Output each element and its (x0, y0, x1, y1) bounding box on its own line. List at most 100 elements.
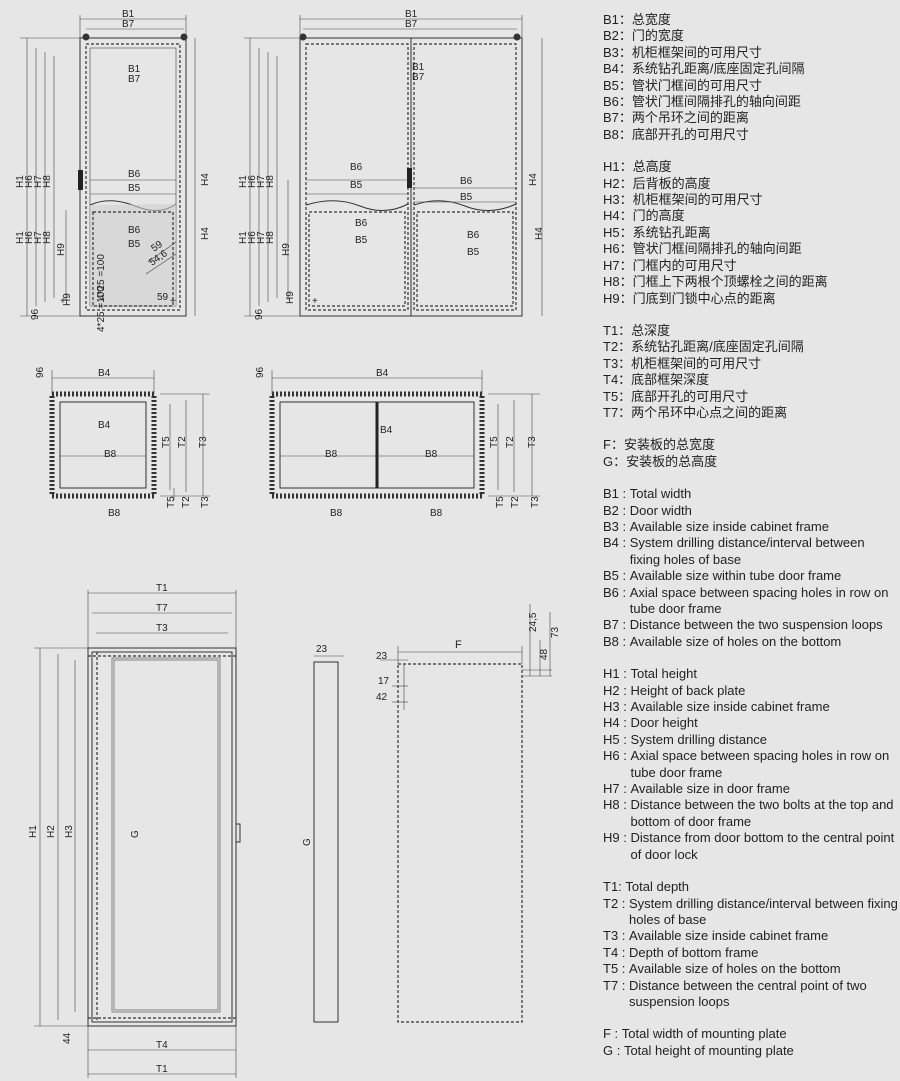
label-h7-dd-b: H7 (256, 231, 267, 244)
label-b4-in-s: B4 (98, 420, 111, 431)
front-view-double-door: + B1 B7 B1 B7 B6 B5 B6 B5 B6 B5 B6 B5 H1… (238, 9, 545, 320)
legend-text: 总宽度 (631, 12, 671, 27)
legend-item: B1：总宽度 (603, 12, 898, 28)
legend-text: Axial space between spacing holes in row… (630, 748, 890, 780)
label-b8-bot-d-l: B8 (330, 508, 343, 519)
legend-item: B6 : Axial space between spacing holes i… (603, 585, 898, 618)
legend-key: T3 : (603, 928, 630, 944)
legend-text: 系统钻孔距离 (632, 224, 711, 240)
legend-text: System drilling distance/interval betwee… (629, 895, 898, 927)
legend-key: H1 : (603, 666, 631, 682)
plus-mark-left: + (60, 296, 66, 307)
label-h8-dd-b: H8 (265, 231, 276, 244)
label-b6-dd-r2: B6 (467, 230, 480, 241)
plus-mark: + (170, 296, 176, 307)
legend-text: Depth of bottom frame (629, 944, 759, 960)
label-b6: B6 (128, 169, 141, 180)
legend-item: B2 : Door width (603, 503, 898, 519)
label-b1-dd: B1 (405, 9, 418, 20)
label-t2-s: T2 (177, 436, 188, 448)
label-b5-dd-l: B5 (350, 180, 363, 191)
legend-key: B6 : (603, 584, 630, 600)
label-42: 42 (376, 692, 388, 703)
legend-text: 机柜框架间的可用尺寸 (632, 192, 763, 208)
legend-key: H5： (603, 224, 633, 240)
legend-key: H4： (603, 208, 633, 224)
legend-text: 管状门框间的可用尺寸 (631, 77, 762, 93)
label-h7: H7 (33, 175, 44, 188)
label-b5-lower: B5 (128, 239, 141, 250)
legend-text: 两个吊环之间的距离 (631, 110, 749, 126)
legend-key: B4： (603, 61, 632, 77)
legend-key: T3： (603, 355, 632, 371)
legend-item: T1：总深度 (603, 323, 898, 339)
label-t5-s: T5 (161, 436, 172, 448)
label-t3-side: T3 (156, 623, 168, 634)
legend-key: H6 : (603, 748, 631, 764)
legend-item: B7：两个吊环之间的距离 (603, 110, 898, 126)
legend-item: T1: Total depth (603, 879, 898, 895)
label-b7-inner: B7 (128, 74, 141, 85)
label-h4-dd: H4 (528, 173, 539, 186)
legend-text: 底部开孔的可用尺寸 (631, 388, 749, 404)
label-b4-top-s: B4 (98, 368, 111, 379)
legend-key: H5 : (603, 731, 631, 747)
legend-key: B1 : (603, 486, 630, 502)
legend-item: T2：系统钻孔距离/底座固定孔间隔 (603, 339, 898, 355)
legend-key: T4 : (603, 944, 630, 960)
legend-item: H8：门框上下两根个顶螺栓之间的距离 (603, 274, 898, 290)
label-h1-dd-b: H1 (238, 231, 249, 244)
label-h6-dd: H6 (247, 175, 258, 188)
label-g-side: G (130, 830, 141, 838)
label-t5-d-b: T5 (495, 496, 506, 508)
label-h3-side: H3 (64, 825, 75, 838)
legend-item: H9：门底到门锁中心点的距离 (603, 291, 898, 307)
label-h1-dd: H1 (238, 175, 249, 188)
legend-key: T5： (603, 388, 632, 404)
side-view: T1 T7 T3 T4 T1 H1 H2 H3 G 44 (28, 583, 241, 1078)
legend-text: 管状门框间隔排孔的轴向间距 (632, 241, 802, 257)
label-b7-top: B7 (122, 19, 135, 30)
legend-text: Available size within tube door frame (629, 568, 842, 584)
label-b4-top-d: B4 (376, 368, 389, 379)
label-h6: H6 (24, 175, 35, 188)
legend-key: H1： (603, 159, 633, 175)
legend-text: 后背板的高度 (632, 175, 711, 191)
legend-item: T7：两个吊环中心点之间的距离 (603, 405, 898, 421)
legend-text: Distance from door bottom to the central… (630, 830, 895, 862)
legend-text: 总高度 (632, 159, 672, 175)
label-b8-bot-s: B8 (108, 508, 121, 519)
label-h4-b: H4 (200, 227, 211, 240)
legend-item: B8 : Available size of holes on the bott… (603, 634, 898, 650)
legend-item: T7 : Distance between the central point … (603, 978, 898, 1011)
top-view-double: B4 B4 B8 B8 B8 B8 96 T5 T2 T3 T5 T2 T3 (255, 366, 541, 519)
legend-key: T2 : (603, 895, 630, 911)
label-b1-inner: B1 (128, 64, 141, 75)
formula-single: 4*25 =100 (96, 254, 107, 300)
label-96-top-s: 96 (35, 366, 46, 378)
legend-text: 安装板的总高度 (626, 453, 718, 469)
label-b4-in-d: B4 (380, 425, 393, 436)
legend-item: T4 : Depth of bottom frame (603, 945, 898, 961)
label-17: 17 (378, 676, 390, 687)
legend-text: Total depth (625, 879, 690, 895)
label-b8-in-d-l: B8 (325, 449, 338, 460)
legend-key: H2 : (603, 682, 631, 698)
label-b7-dd-in: B7 (412, 72, 425, 83)
legend-text: 总深度 (631, 322, 671, 338)
label-b5-dd-l2: B5 (355, 235, 368, 246)
legend-key: T1： (603, 322, 632, 338)
legend-key: B6： (603, 94, 632, 110)
legend-text: Total height (630, 666, 697, 682)
label-h1-side: H1 (28, 825, 39, 838)
legend-text: 系统钻孔距离/底座固定孔间隔 (631, 339, 804, 355)
legend-key: T7： (603, 404, 632, 420)
label-t2-d-b: T2 (510, 496, 521, 508)
legend-text: 机柜框架间的可用尺寸 (631, 355, 762, 371)
legend-text: 两个吊环中心点之间的距离 (631, 404, 788, 420)
